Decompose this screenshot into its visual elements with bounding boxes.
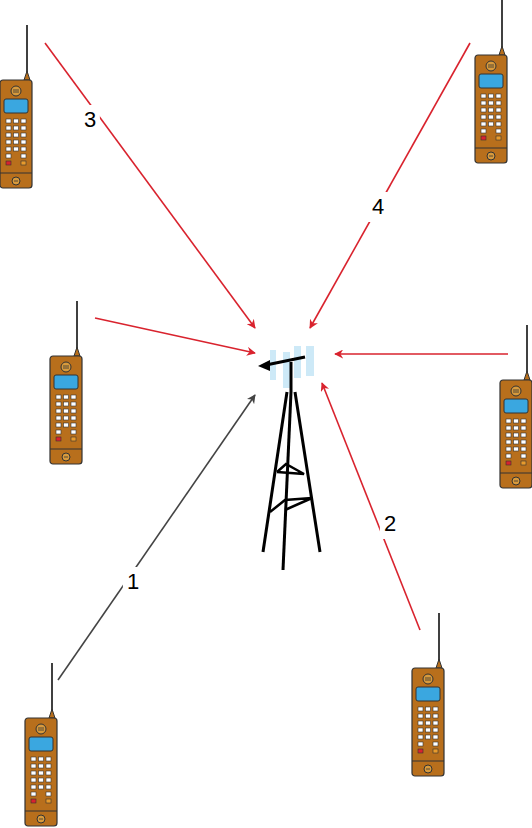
mobile-phone [412, 613, 444, 776]
mobile-phone [25, 663, 57, 826]
callout-number: 1 [123, 567, 143, 597]
signal-arrow [45, 43, 508, 680]
mobile-phone [500, 325, 532, 488]
antenna [258, 346, 314, 392]
mobile-phone [50, 301, 82, 464]
callout-number: 2 [380, 509, 400, 539]
callout-number: 4 [368, 192, 388, 222]
cell-tower [263, 392, 320, 570]
mobile-phone [0, 25, 32, 188]
mobile-phone [475, 0, 507, 163]
callout-number: 3 [80, 105, 100, 135]
